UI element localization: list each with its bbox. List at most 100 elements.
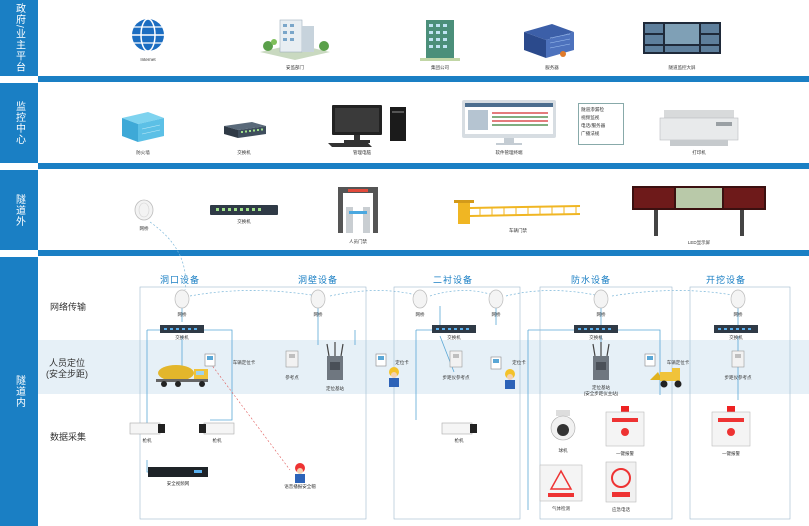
col-title-excavation: 开挖设备 xyxy=(705,275,747,285)
step-ref-label: 步距仪参考点 xyxy=(442,375,470,380)
switch-icon xyxy=(714,325,758,333)
ref-point-label: 参考点 xyxy=(285,375,299,380)
row-label-positioning: 人员定位 (安全步距) xyxy=(46,358,88,379)
function-item: 视频监视 xyxy=(581,115,600,120)
card-reader-icon xyxy=(204,353,216,367)
function-item: 隧道渗漏检 xyxy=(581,107,604,112)
bridge-label: 网桥 xyxy=(139,226,149,231)
switch-icon xyxy=(432,325,476,333)
internet-icon xyxy=(132,18,164,52)
bridge-icon xyxy=(310,289,326,309)
section-label-gov: 政府/业主平台 xyxy=(0,0,38,76)
led-label: LED显示屏 xyxy=(687,240,711,245)
switch-label: 交换机 xyxy=(447,335,461,340)
camera-label: 枪机 xyxy=(212,438,222,443)
switch-icon xyxy=(574,325,618,333)
loader-icon xyxy=(650,368,682,388)
bridge-icon xyxy=(412,289,428,309)
monitor-functions-box: 隧道渗漏检 视频监视 电话/服务器 广播法规 xyxy=(578,103,624,145)
switch-label: 交换机 xyxy=(237,150,251,155)
alarm-label: 一键报警 xyxy=(616,451,634,456)
ref-point-icon xyxy=(285,350,299,368)
barrier-icon xyxy=(454,200,581,224)
col-title-lining: 二衬设备 xyxy=(432,275,474,285)
camera-label: 枪机 xyxy=(142,438,152,443)
bigscreen-label: 隧道监控大屏 xyxy=(668,65,696,70)
bridge-label: 网桥 xyxy=(415,312,425,317)
pc-label: 管理电脑 xyxy=(353,150,371,155)
software-terminal-icon xyxy=(462,100,556,145)
section-label-outside: 隧道外 xyxy=(0,170,38,250)
printer-icon xyxy=(659,110,739,146)
row-label-network: 网络传输 xyxy=(50,302,87,312)
section-label-monitor: 监控中心 xyxy=(0,83,38,163)
firewall-label: 防火墙 xyxy=(136,150,150,155)
switch-label: 交换机 xyxy=(589,335,603,340)
vehicle-card-label: 车辆定位卡 xyxy=(232,360,256,365)
gate-icon xyxy=(338,187,378,233)
row-bg-data xyxy=(38,394,809,526)
printer-label: 打印机 xyxy=(692,150,706,155)
bridge-icon xyxy=(593,289,609,309)
ref-point-icon xyxy=(731,350,745,368)
step-ref-label: 步距仪参考点 xyxy=(724,375,752,380)
emergency-phone-icon xyxy=(605,461,637,503)
row-label-data: 数据采集 xyxy=(50,432,87,442)
switch-icon xyxy=(160,325,204,333)
video-wall-icon xyxy=(643,22,721,54)
camera-icon xyxy=(199,422,235,435)
mixer-truck-icon xyxy=(156,365,208,387)
gate-label: 人员门禁 xyxy=(349,239,367,244)
vehicle-card-label: 车辆定位卡 xyxy=(666,360,690,365)
switch-icon xyxy=(210,205,278,215)
locator-card-label: 定位卡 xyxy=(512,360,526,365)
bridge-label: 网桥 xyxy=(313,312,323,317)
software-label: 软件管理终端 xyxy=(495,150,523,155)
bridge-label: 网桥 xyxy=(733,312,743,317)
ref-point-icon xyxy=(449,350,463,368)
bridge-icon xyxy=(174,289,190,309)
safety-label: 安监部门 xyxy=(286,65,304,70)
camera-label: 枪机 xyxy=(454,438,464,443)
card-reader-icon xyxy=(375,353,387,367)
base-station2-label: 定位基站 (安全步距仪主站) xyxy=(583,385,619,396)
firewall-icon xyxy=(122,112,164,142)
server-icon xyxy=(524,24,574,58)
nvr-label: 安全视频网 xyxy=(166,481,190,486)
led-display-icon xyxy=(632,186,766,236)
bridge-icon xyxy=(488,289,504,309)
gas-label: 气体检测 xyxy=(552,506,570,511)
internet-label: Internet xyxy=(140,57,156,62)
building-icon xyxy=(260,19,330,60)
camera-icon xyxy=(441,422,477,435)
nvr-icon xyxy=(148,467,208,477)
switch-icon xyxy=(224,122,266,138)
col-title-waterproof: 防水设备 xyxy=(570,275,612,285)
col-title-wall: 洞壁设备 xyxy=(297,275,339,285)
function-item: 电话/服务器 xyxy=(581,123,606,128)
barrier-label: 车辆门禁 xyxy=(509,228,527,233)
col-title-entrance: 洞口设备 xyxy=(159,275,201,285)
dome-camera-icon xyxy=(550,410,576,441)
alarm-box-icon xyxy=(711,406,751,447)
tower-icon xyxy=(420,20,460,61)
dome-label: 球机 xyxy=(558,448,568,453)
helmet-worker-icon xyxy=(295,463,305,483)
bridge-icon xyxy=(134,199,154,221)
divider xyxy=(38,163,809,169)
pc-icon xyxy=(328,105,406,147)
divider xyxy=(38,250,809,256)
section-label-inside: 隧道内 xyxy=(0,257,38,526)
card-reader-icon xyxy=(490,356,502,370)
locator-card-label: 定位卡 xyxy=(395,360,409,365)
switch-label: 交换机 xyxy=(237,219,251,224)
camera-icon xyxy=(129,422,165,435)
alarm-box-icon xyxy=(605,406,645,447)
worker-icon xyxy=(389,367,399,387)
function-item: 广播法规 xyxy=(581,131,600,136)
switch-label: 交换机 xyxy=(729,335,743,340)
base-station-label: 定位基站 xyxy=(326,386,344,391)
group-label: 集团公司 xyxy=(431,65,449,70)
helmet-label: 语音播报安全帽 xyxy=(284,484,316,489)
